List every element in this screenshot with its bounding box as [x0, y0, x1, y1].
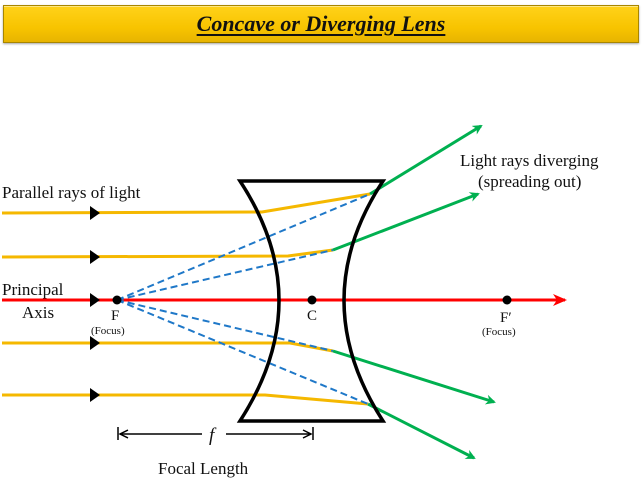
principal-axis-label-line2: Axis	[22, 303, 54, 322]
focus-point-left	[112, 295, 122, 305]
diagram-title: Concave or Diverging Lens	[196, 11, 446, 36]
principal-axis-label-line1: Principal	[2, 280, 64, 299]
virtual-ray-2	[116, 249, 334, 301]
refracted-ray-2	[332, 192, 480, 252]
refracted-rays	[332, 124, 496, 460]
incident-ray-4	[2, 393, 369, 406]
center-label: C	[307, 308, 317, 324]
diverging-label-line2: (spreading out)	[478, 172, 581, 191]
arrowhead-icon	[90, 206, 100, 220]
title-banner: Concave or Diverging Lens	[3, 5, 639, 43]
incident-ray-1	[1, 192, 371, 215]
arrowhead-icon	[90, 336, 100, 350]
diverging-label-line1: Light rays diverging	[460, 151, 599, 170]
focus-point-right	[502, 295, 512, 305]
refracted-ray-1	[369, 124, 483, 196]
virtual-ray-1	[116, 193, 371, 301]
arrowhead-icon	[90, 293, 100, 307]
focus-right-label: F′	[500, 310, 512, 326]
refracted-ray-4	[367, 402, 476, 460]
arrowhead-icon	[90, 388, 100, 402]
arrowhead-icon	[90, 250, 100, 264]
incident-ray-3	[2, 341, 334, 353]
ray-direction-arrows	[90, 206, 100, 402]
concave-lens	[236, 179, 387, 423]
optical-center-point	[307, 295, 317, 305]
virtual-ray-3	[116, 299, 334, 352]
incident-ray-2	[1, 248, 334, 259]
focus-right-sublabel: (Focus)	[482, 326, 516, 338]
focal-length-label: Focal Length	[158, 459, 249, 478]
parallel-rays-label: Parallel rays of light	[2, 183, 141, 202]
focal-length-dimension	[117, 427, 314, 440]
refracted-ray-3	[332, 349, 496, 405]
focal-symbol: f	[209, 425, 217, 446]
focus-left-sublabel: (Focus)	[91, 325, 125, 337]
virtual-rays	[116, 193, 371, 405]
virtual-ray-4	[116, 299, 369, 405]
focus-left-label: F	[111, 308, 119, 324]
